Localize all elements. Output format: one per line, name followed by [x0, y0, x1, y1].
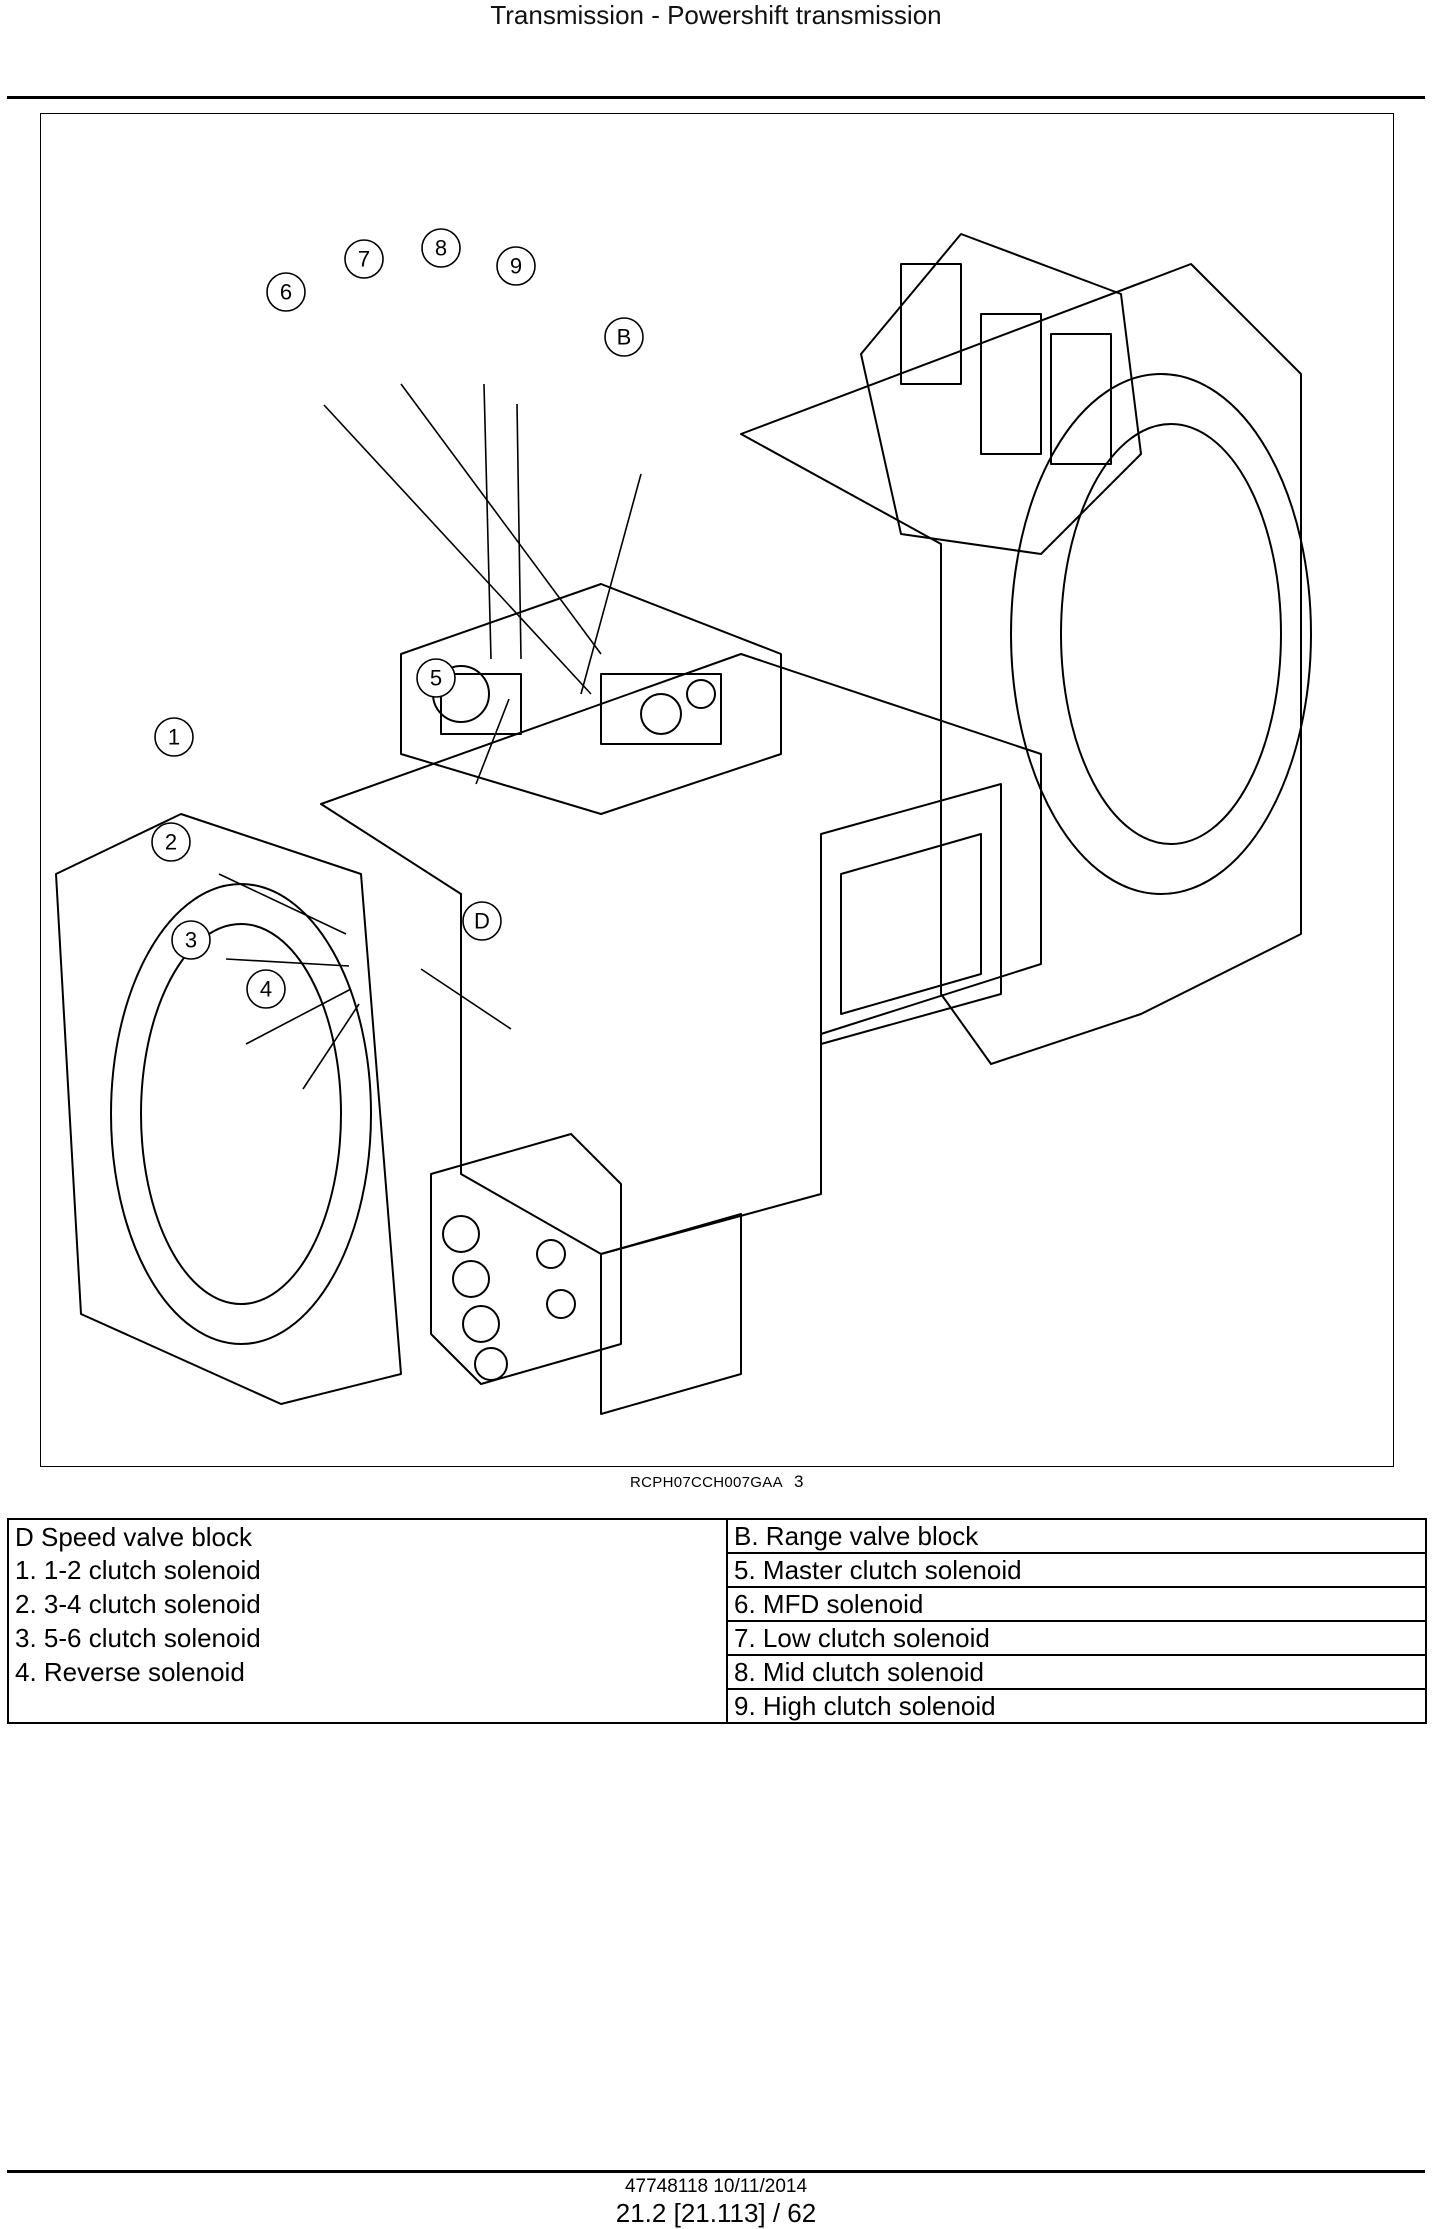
- header-rule: [7, 96, 1425, 99]
- callout-9: 9: [510, 254, 522, 279]
- legend-cell: 7. Low clutch solenoid: [726, 1620, 1427, 1656]
- front-flange-opening: [110, 883, 372, 1345]
- legend-row: 3. 5-6 clutch solenoid 7. Low clutch sol…: [7, 1620, 1427, 1656]
- figure-number: 3: [794, 1472, 804, 1491]
- legend-cell: D Speed valve block: [7, 1518, 728, 1553]
- callout-8: 8: [435, 236, 447, 261]
- callout-3: 3: [185, 928, 197, 953]
- callout-6: 6: [280, 280, 292, 305]
- legend-table: D Speed valve block B. Range valve block…: [7, 1518, 1427, 1724]
- upper-valve-body: [400, 583, 782, 815]
- callout-1: 1: [168, 725, 180, 750]
- rear-housing: [740, 263, 1302, 1065]
- legend-row: D Speed valve block B. Range valve block: [7, 1518, 1427, 1554]
- callout-d: D: [474, 909, 490, 934]
- legend-cell: 4. Reverse solenoid: [7, 1655, 728, 1689]
- legend-cell: 8. Mid clutch solenoid: [726, 1654, 1427, 1690]
- speed-valve-block: [430, 1133, 622, 1385]
- front-housing: [55, 813, 402, 1405]
- transmission-illustration: 6 7 8 9 B 5 1 2 3 4 D: [55, 228, 1312, 1415]
- callout-5: 5: [430, 666, 442, 691]
- legend-row: 4. Reverse solenoid 8. Mid clutch soleno…: [7, 1654, 1427, 1690]
- legend-row: 9. High clutch solenoid: [7, 1688, 1427, 1724]
- callout-4: 4: [260, 977, 272, 1002]
- callout-b: B: [617, 325, 632, 350]
- range-valve-block: [860, 233, 1142, 555]
- legend-cell: 9. High clutch solenoid: [726, 1688, 1427, 1724]
- rear-flange: [1010, 373, 1312, 895]
- rear-flange-inner: [1060, 423, 1282, 845]
- legend-cell: [7, 1689, 728, 1724]
- callout-2: 2: [165, 830, 177, 855]
- legend-cell: B. Range valve block: [726, 1518, 1427, 1554]
- legend-cell: 1. 1-2 clutch solenoid: [7, 1553, 728, 1587]
- callout-7: 7: [358, 247, 370, 272]
- figure-frame: 6 7 8 9 B 5 1 2 3 4 D: [40, 113, 1394, 1467]
- footer-rule: [7, 2170, 1425, 2173]
- legend-cell: 6. MFD solenoid: [726, 1586, 1427, 1622]
- page-header-title: Transmission - Powershift transmission: [490, 0, 942, 30]
- legend-cell: 3. 5-6 clutch solenoid: [7, 1621, 728, 1655]
- legend-cell: 2. 3-4 clutch solenoid: [7, 1587, 728, 1621]
- center-housing: [320, 653, 1042, 1255]
- legend-row: 1. 1-2 clutch solenoid 5. Master clutch …: [7, 1552, 1427, 1588]
- legend-cell: 5. Master clutch solenoid: [726, 1552, 1427, 1588]
- legend-row: 2. 3-4 clutch solenoid 6. MFD solenoid: [7, 1586, 1427, 1622]
- footer-document-id: 47748118 10/11/2014: [624, 2176, 808, 2197]
- figure-reference: RCPH07CCH007GAA: [630, 1474, 783, 1491]
- footer-page-number: 21.2 [21.113] / 62: [615, 2198, 817, 2228]
